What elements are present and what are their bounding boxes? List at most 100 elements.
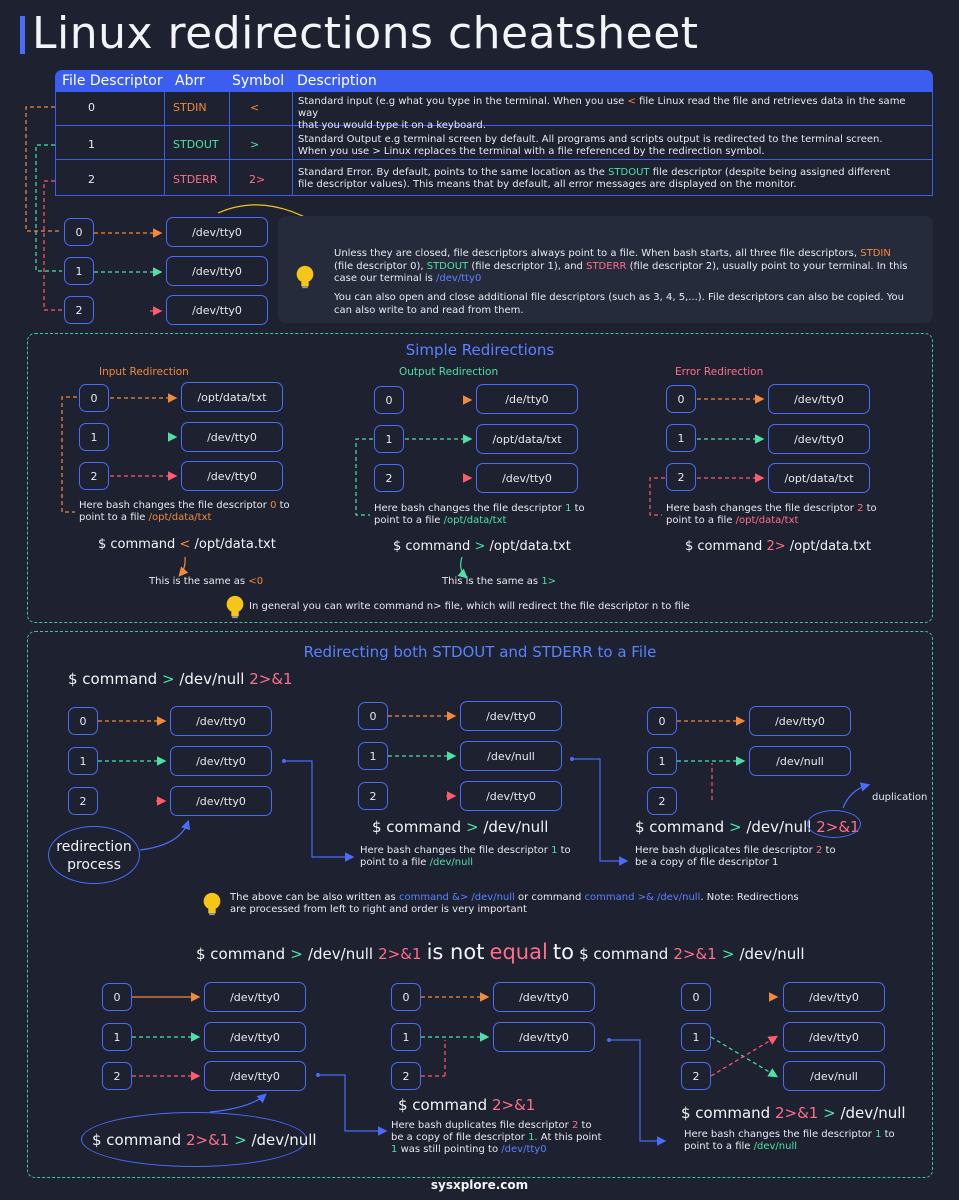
input-redirection-label: Input Redirection (99, 366, 189, 378)
output-redirection-label: Output Redirection (399, 366, 499, 378)
bstep3-note: Here bash changes the file descriptor 1 … (684, 1129, 895, 1152)
input-same-as: This is the same as <0 (149, 576, 264, 587)
not-equal-statement: $ command > /dev/null 2>&1 is not equal … (196, 940, 805, 964)
fd-box-0: 0 (681, 983, 711, 1011)
simple-redirections-section: Simple Redirections (27, 333, 933, 623)
dest-box: /dev/tty0 (181, 422, 283, 452)
fd-box-1: 1 (358, 742, 388, 770)
section-title: Simple Redirections (405, 341, 555, 359)
step3-note: Here bash duplicates file descriptor 2 t… (635, 845, 836, 868)
error-command: $ command 2> /opt/data.txt (685, 539, 872, 554)
bstep3-command: $ command 2>&1 > /dev/null (681, 1104, 906, 1122)
dest-box: /dev/tty0 (170, 706, 272, 736)
fd-box-0: 0 (391, 983, 421, 1011)
dest-box: /opt/data/txt (768, 463, 870, 493)
dest-box: /dev/tty0 (493, 982, 595, 1012)
th-description: Description (297, 73, 377, 89)
fd-box-1: 1 (391, 1023, 421, 1051)
lightbulb-icon (203, 892, 221, 916)
row-fd: 2 (88, 173, 95, 186)
dest-box: /dev/tty0 (768, 384, 870, 414)
fd-box-2: 2 (391, 1062, 421, 1090)
redirection-process-label: redirection process (56, 839, 132, 873)
both-command: $ command > /dev/null 2>&1 (68, 670, 293, 688)
dest-box: /dev/tty0 (783, 1022, 885, 1052)
fd-box-0: 0 (64, 218, 94, 246)
row-fd: 0 (88, 101, 95, 114)
fd-box-1: 1 (666, 424, 696, 452)
fd-box-1: 1 (647, 747, 677, 775)
row-desc: Standard Output e.g terminal screen by d… (298, 134, 883, 157)
row-desc: Standard input (e.g what you type in the… (298, 96, 906, 131)
info-paragraph-2: You can also open and close additional f… (334, 292, 904, 316)
fd-box-0: 0 (666, 385, 696, 413)
row-symbol: > (250, 138, 260, 151)
reversed-command-bubble (81, 1112, 307, 1167)
bstep2-command: $ command 2>&1 (398, 1096, 536, 1114)
dest-box: /dev/tty0 (204, 1022, 306, 1052)
dest-box: /dev/null (460, 741, 562, 771)
table-header: File Descriptor Abrr Symbol Description (55, 70, 933, 92)
row-abbr: STDOUT (173, 138, 219, 151)
output-same-as: This is the same as 1> (442, 576, 557, 587)
dest-box: /dev/tty0 (493, 1022, 595, 1052)
both-redirection-section: Redirecting both STDOUT and STDERR to a … (27, 631, 933, 1178)
error-note: Here bash changes the file descriptor 2 … (666, 503, 877, 526)
row-symbol: 2> (249, 173, 266, 186)
dest-box: /dev/tty0 (768, 424, 870, 454)
section-title: Redirecting both STDOUT and STDERR to a … (303, 643, 657, 661)
footer-brand: sysxplore.com (430, 1178, 529, 1192)
step2-note: Here bash changes the file descriptor 1 … (360, 845, 571, 868)
fd-box-2: 2 (374, 464, 404, 492)
dest-box: /dev/tty0 (166, 295, 268, 325)
title-accent-bar (20, 16, 25, 54)
dest-box: /dev/tty0 (460, 701, 562, 731)
dest-box: /opt/data/txt (181, 382, 283, 412)
dest-box: /dev/tty0 (204, 982, 306, 1012)
fd-box-2: 2 (666, 463, 696, 491)
row-desc: Standard Error. By default, points to th… (298, 167, 891, 190)
th-fd: File Descriptor (62, 73, 163, 89)
dest-box: /dev/tty0 (170, 746, 272, 776)
dest-box: /dev/null (783, 1061, 885, 1091)
table-row: 1 STDOUT > Standard Output e.g terminal … (55, 126, 933, 160)
dest-box: /dev/tty0 (460, 781, 562, 811)
row-fd: 1 (88, 138, 95, 151)
fd-box-0: 0 (79, 384, 109, 412)
duplication-highlight (807, 810, 861, 838)
th-symbol: Symbol (232, 73, 285, 89)
fd-box-1: 1 (102, 1023, 132, 1051)
dest-box: /dev/tty0 (181, 461, 283, 491)
general-note: In general you can write command n> file… (249, 601, 690, 612)
page-title: Linux redirections cheatsheet (32, 8, 699, 59)
fd-box-0: 0 (68, 707, 98, 735)
error-redirection-label: Error Redirection (675, 366, 764, 378)
dest-box: /dev/tty0 (783, 982, 885, 1012)
dest-box: /dev/tty0 (476, 463, 578, 493)
th-abbr: Abrr (175, 73, 205, 89)
fd-box-2: 2 (647, 787, 677, 815)
fd-box-1: 1 (79, 423, 109, 451)
fd-box-2: 2 (102, 1062, 132, 1090)
duplication-label: duplication (872, 792, 928, 803)
fd-box-1: 1 (374, 425, 404, 453)
output-command: $ command > /opt/data.txt (393, 539, 571, 554)
fd-box-2: 2 (64, 296, 94, 324)
fd-box-0: 0 (102, 983, 132, 1011)
fd-box-2: 2 (681, 1062, 711, 1090)
reversed-command-label: $ command 2>&1 > /dev/null (92, 1131, 317, 1149)
alternative-syntax-note: The above can be also written as command… (230, 892, 799, 915)
fd-box-2: 2 (68, 787, 98, 815)
info-box: Unless they are closed, file descriptors… (278, 216, 933, 323)
fd-box-2: 2 (79, 462, 109, 490)
dest-box: /dev/tty0 (749, 706, 851, 736)
output-note: Here bash changes the file descriptor 1 … (374, 503, 585, 526)
dest-box: /dev/tty0 (166, 256, 268, 286)
fd-box-0: 0 (374, 386, 404, 414)
table-row: 2 STDERR 2> Standard Error. By default, … (55, 160, 933, 196)
fd-box-1: 1 (681, 1023, 711, 1051)
dest-box: /dev/tty0 (170, 786, 272, 816)
fd-box-1: 1 (68, 747, 98, 775)
row-abbr: STDERR (173, 173, 218, 186)
table-row: 0 STDIN < Standard input (e.g what you t… (55, 92, 933, 131)
